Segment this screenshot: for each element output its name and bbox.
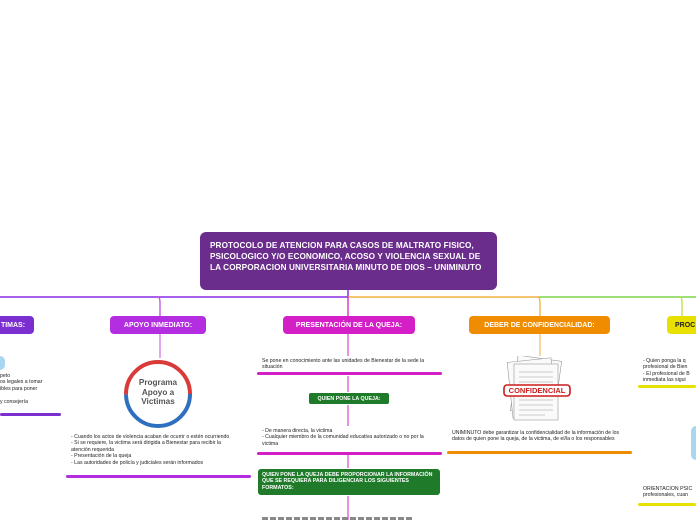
confidencial-stamp-text: CONFIDENCIAL: [508, 386, 566, 395]
logo-line-1: Programa: [138, 378, 178, 387]
programa-apoyo-victimas-logo: Programa Apoyo a Victimas: [123, 359, 193, 429]
drop-apoyo: [157, 296, 161, 317]
proc-underline-2: [638, 503, 696, 506]
subtopic-informacion-formatos[interactable]: QUIEN PONE LA QUEJA DEBE PROPORCIONAR LA…: [258, 469, 440, 495]
topic-presentacion-queja[interactable]: PRESENTACIÓN DE LA QUEJA:: [283, 316, 415, 334]
topic-victimas[interactable]: TIMAS:: [0, 316, 34, 334]
logo-line-2: Apoyo a: [141, 387, 175, 397]
subtopic-quien-pone-queja[interactable]: QUIEN PONE LA QUEJA:: [309, 393, 389, 404]
logo-line-3: Victimas: [141, 397, 175, 406]
queja-text-1: Se pone en conocimiento ante las unidade…: [262, 358, 425, 371]
queja-underline-1: [257, 372, 442, 375]
victimas-image-fragment: [0, 356, 5, 370]
confidencialidad-text: UNIMINUTO debe garantizar la confidencia…: [452, 430, 620, 443]
topic-proc[interactable]: PROC: [667, 316, 696, 334]
topic-deber-confidencialidad[interactable]: DEBER DE CONFIDENCIALIDAD:: [469, 316, 610, 334]
apoyo-underline: [66, 475, 251, 478]
confidencialidad-underline: [447, 451, 632, 454]
proc-underline: [638, 385, 696, 388]
topic-apoyo-inmediato[interactable]: APOYO INMEDIATO:: [110, 316, 206, 334]
confidencial-documents-image: CONFIDENCIAL: [500, 354, 574, 426]
queja-text-2: - De manera directa, la victima - Cualqu…: [262, 428, 424, 447]
drop-confidencialidad: [537, 296, 541, 317]
drop-proc: [679, 296, 683, 317]
queja-text-3-fragment: [262, 517, 412, 520]
proc-text-1: - Quien ponga la q profesional de Bien -…: [643, 358, 690, 384]
queja-underline-2: [257, 452, 442, 455]
victimas-text: peto os legales a tomar ibles para poner…: [0, 373, 43, 405]
proc-image-fragment: [691, 426, 696, 460]
root-topic[interactable]: PROTOCOLO DE ATENCION PARA CASOS DE MALT…: [200, 232, 497, 290]
apoyo-text: - Cuando los actos de violencia acaban d…: [71, 434, 230, 466]
victimas-underline: [0, 413, 61, 416]
proc-text-2: ORIENTACION PSIC profesionales, cuan: [643, 486, 693, 499]
